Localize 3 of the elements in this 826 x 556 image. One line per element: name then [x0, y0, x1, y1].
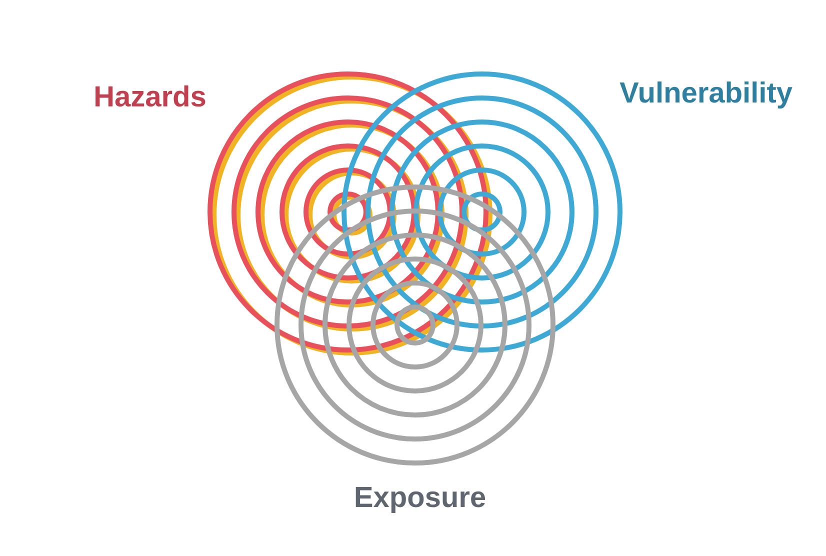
circle-label: Vulnerability [620, 81, 792, 108]
circle-label: Exposure [356, 487, 486, 513]
circle-label: Hazards [96, 85, 206, 107]
